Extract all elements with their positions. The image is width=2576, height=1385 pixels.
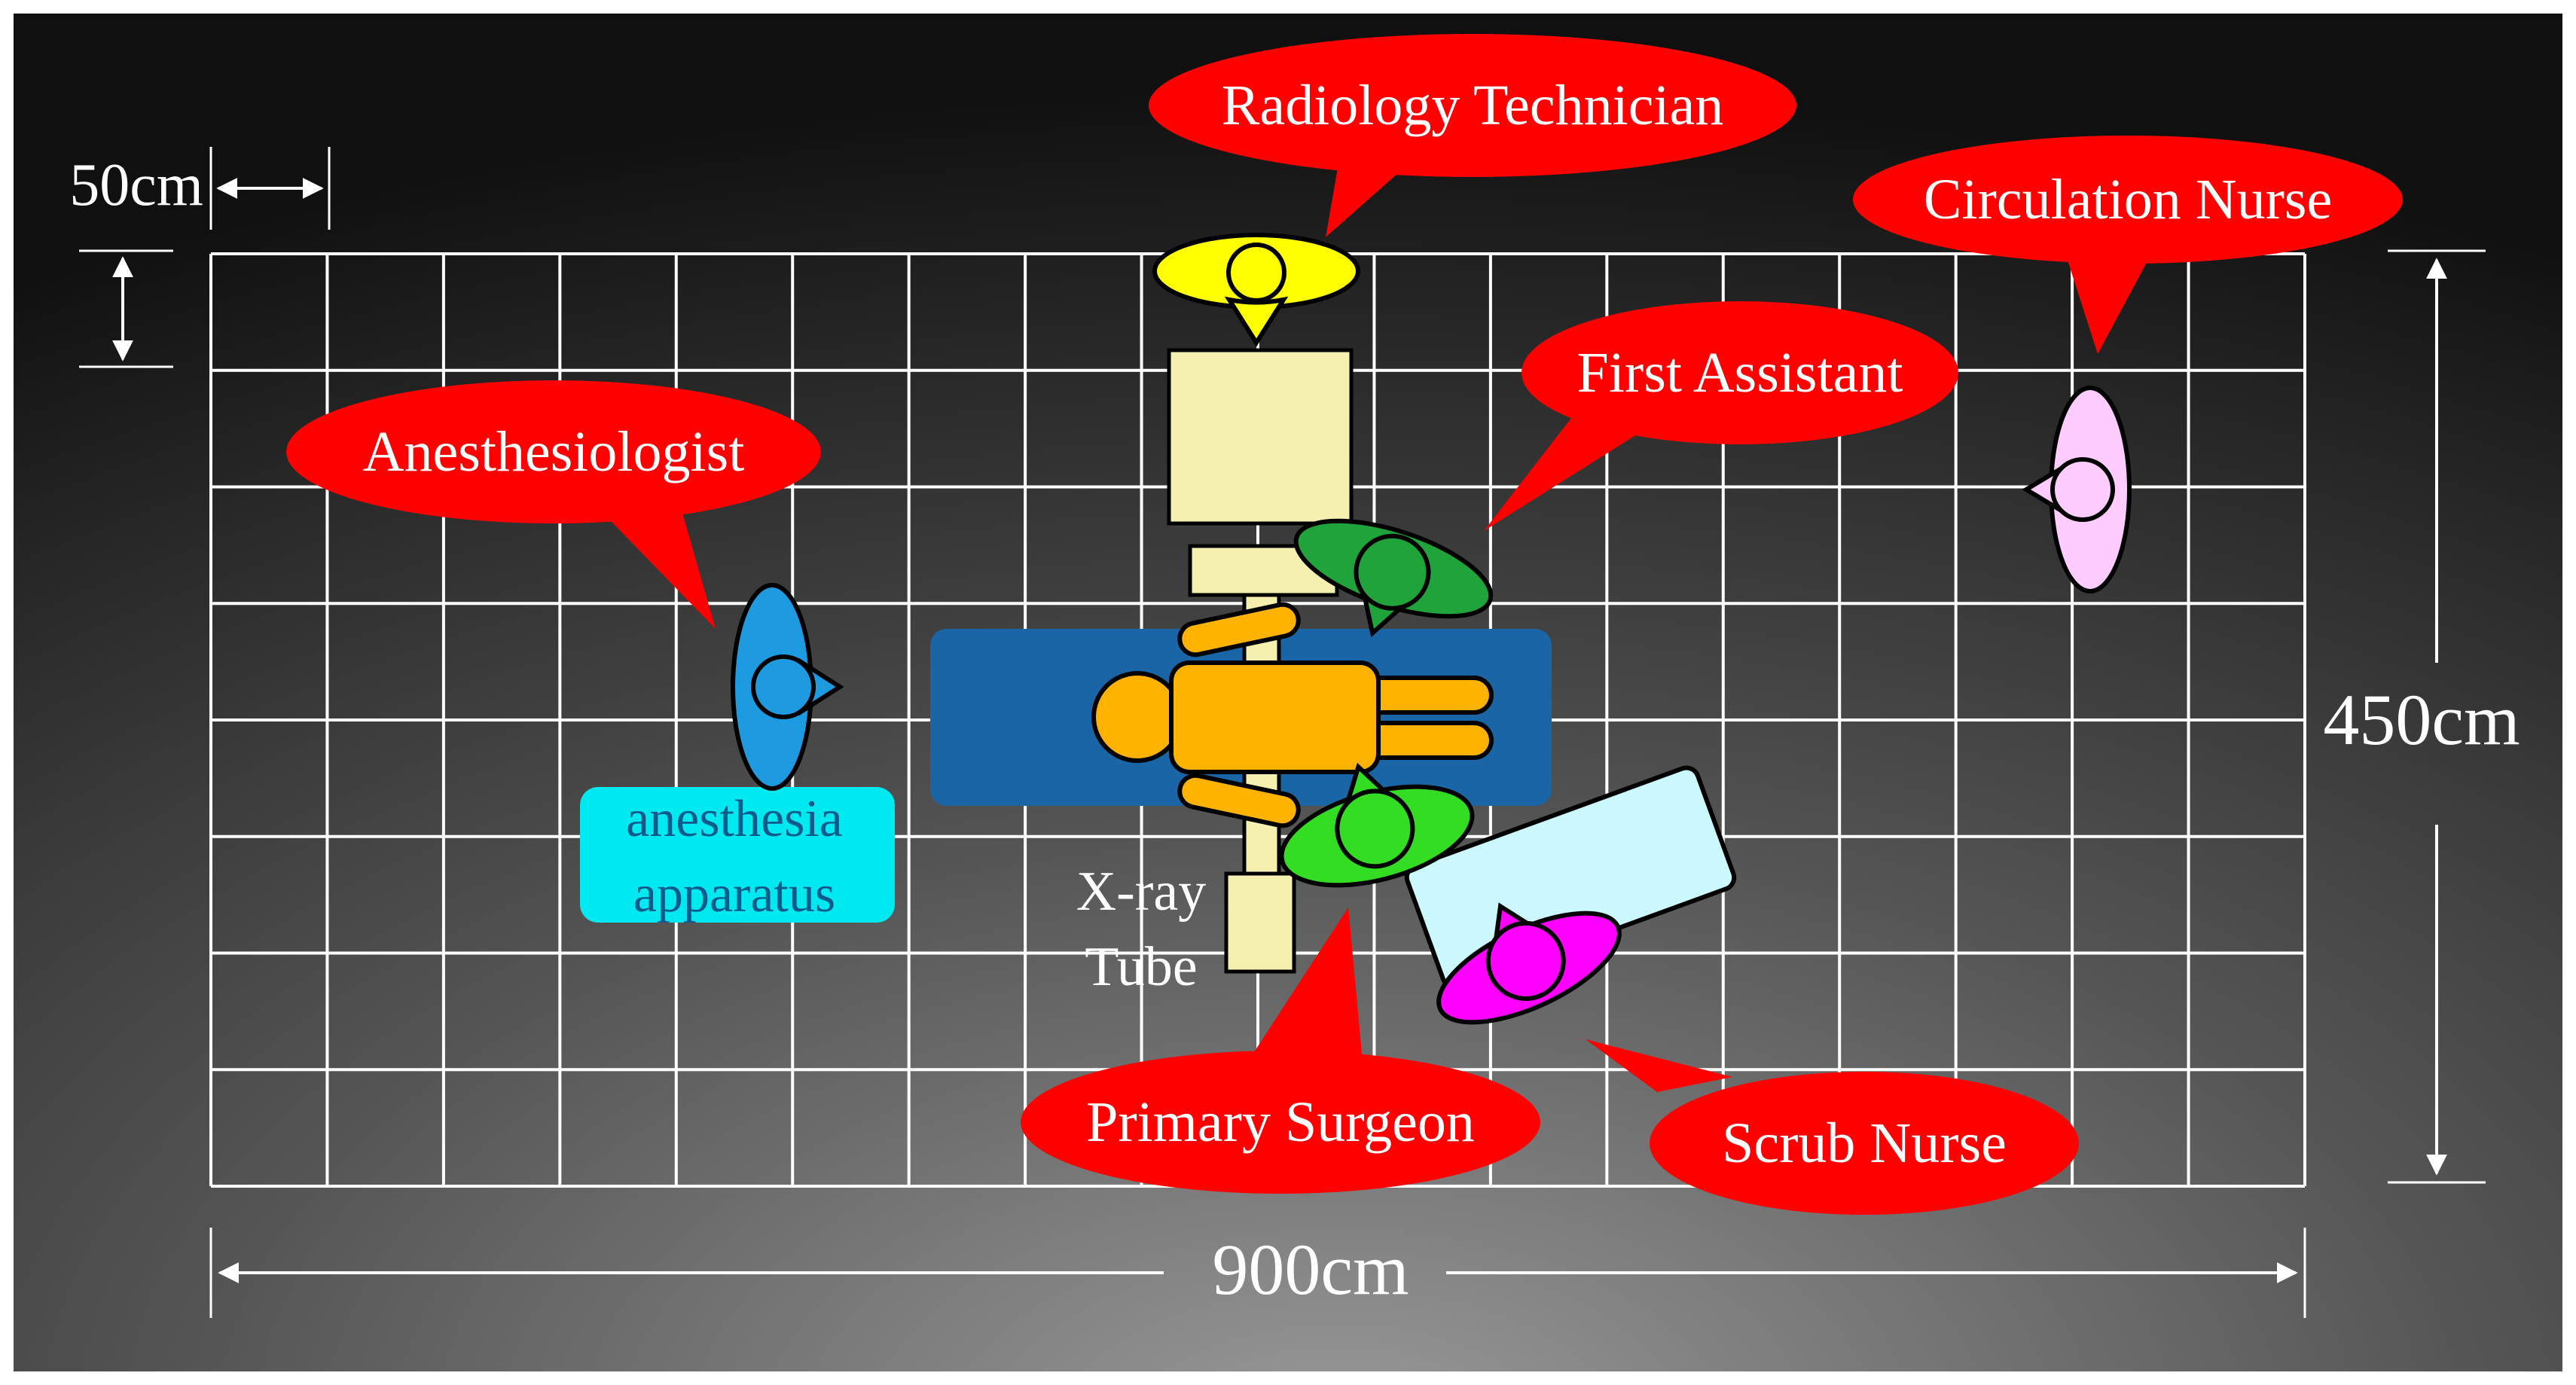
callout-scrub-nurse: Scrub Nurse [1586,1039,2079,1215]
scale-width-marker [209,1228,2306,1318]
svg-text:Radiology Technician: Radiology Technician [1222,74,1724,137]
scale-height-label: 450cm [2323,679,2520,760]
xray-tube-body [1224,871,1296,974]
xray-c-arm [1167,348,1354,974]
scale-width-label: 900cm [1212,1229,1409,1310]
svg-text:First Assistant: First Assistant [1577,341,1903,404]
anesthesia-label-line2: apparatus [633,865,835,923]
callout-anesthesiologist: Anesthesiologist [286,380,821,629]
anesthesia-label-line1: anesthesia [626,790,843,848]
anesthesia-apparatus [580,787,895,923]
circulation-nurse-figure [2022,386,2132,593]
scale-cell-label: 50cm [69,152,203,218]
scale-height-marker [2388,249,2486,1184]
scrub-nurse-figure [1436,902,1622,1025]
xray-tube-label-line2: Tube [1085,936,1197,998]
patient-torso [1169,660,1381,774]
callout-circulation-nurse: Circulation Nurse [1853,136,2403,354]
callout-radiology-technician: Radiology Technician [1149,34,1796,237]
xray-detector [1167,348,1354,526]
first-assistant-figure [1293,518,1494,638]
callout-first-assistant: First Assistant [1484,301,1958,531]
patient-arm-lower [1177,773,1301,828]
callout-primary-surgeon: Primary Surgeon [1021,908,1540,1194]
anesthesiologist-figure [731,583,844,791]
patient-head [1091,671,1183,763]
svg-text:Primary Surgeon: Primary Surgeon [1086,1091,1475,1154]
xray-tube-label-line1: X-ray [1076,861,1207,923]
patient-arm-upper [1177,602,1301,657]
svg-text:Scrub Nurse: Scrub Nurse [1722,1112,2007,1175]
patient [1091,602,1494,828]
radiology-technician-figure [1152,233,1360,347]
svg-text:Circulation Nurse: Circulation Nurse [1924,168,2332,231]
scale-cell-vertical [79,249,173,368]
scale-cell-horizontal [209,147,331,230]
primary-surgeon-figure [1279,762,1475,888]
svg-text:Anesthesiologist: Anesthesiologist [363,420,745,484]
